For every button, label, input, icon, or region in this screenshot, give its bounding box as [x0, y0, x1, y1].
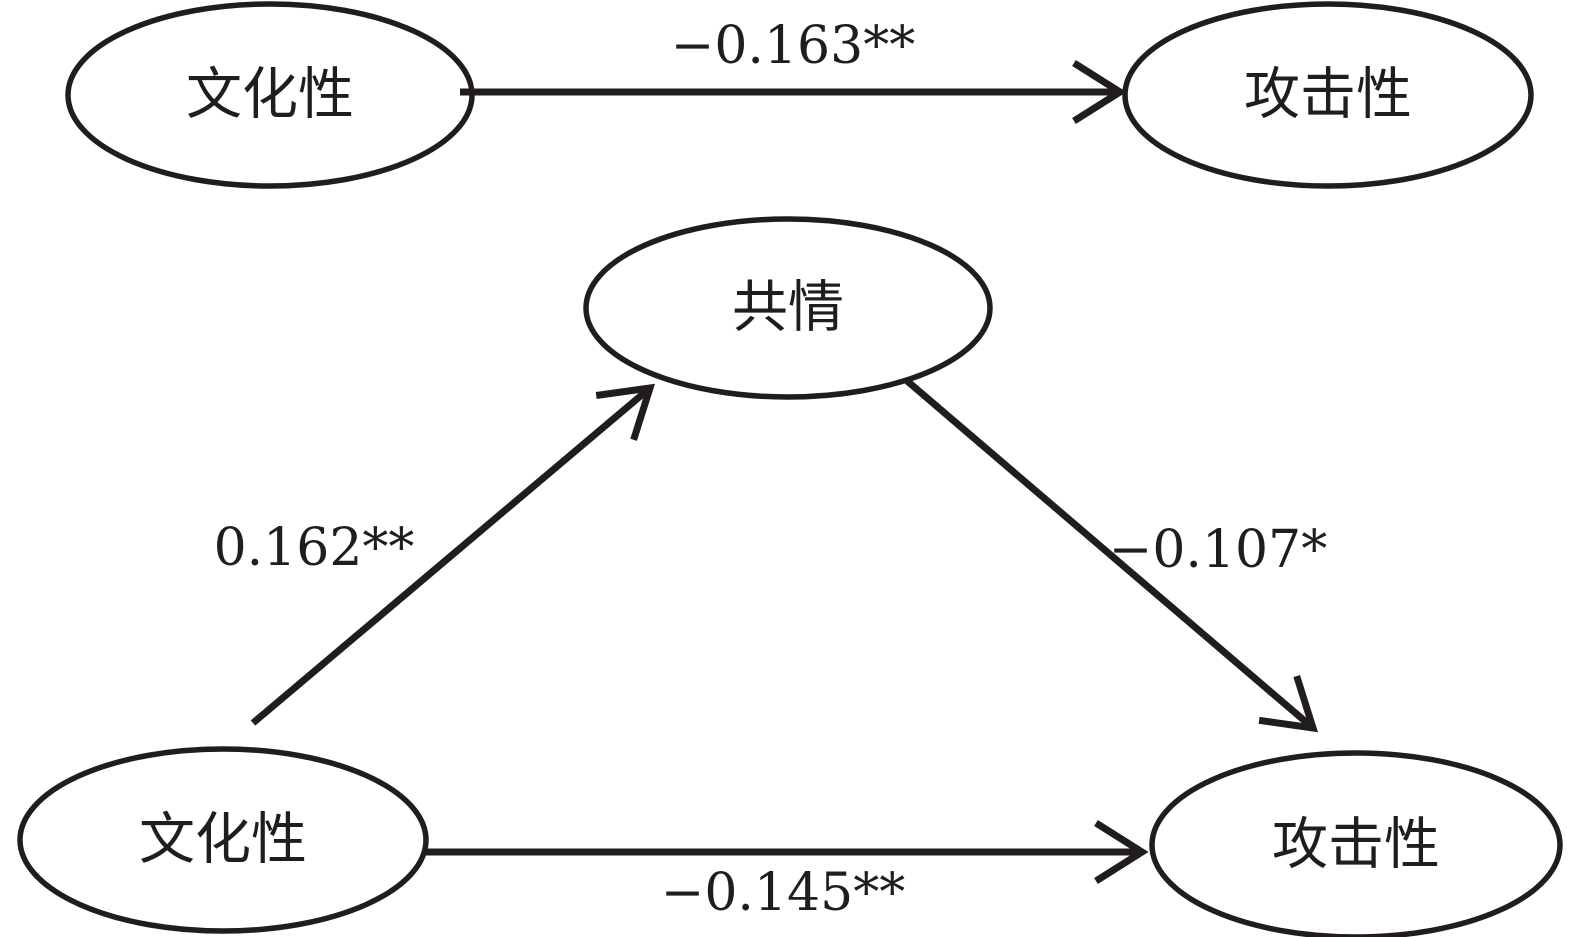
direct-path-coefficient: −0.145**	[661, 863, 905, 923]
node-outcome-bottom-label: 攻击性	[1272, 813, 1440, 878]
path-b-arrow-shaft	[903, 377, 1316, 731]
path-a-coefficient: 0.162**	[214, 518, 415, 578]
total-effect-coefficient: −0.163**	[671, 16, 915, 76]
direct-path-arrowhead-icon	[1094, 820, 1149, 884]
path-a-arrowhead-icon	[595, 383, 656, 441]
node-outcome-top	[1122, 1, 1534, 189]
node-mediator	[583, 216, 993, 400]
path-a-arrow-shaft	[250, 385, 653, 726]
node-predictor-bottom	[17, 746, 429, 934]
total-effect-arrowhead-icon	[1072, 60, 1127, 124]
node-predictor-top-label: 文化性	[186, 63, 354, 128]
node-predictor-bottom-label: 文化性	[139, 808, 307, 873]
node-outcome-bottom	[1149, 750, 1563, 937]
node-mediator-label: 共情	[732, 276, 844, 341]
path-b-arrowhead-icon	[1258, 675, 1319, 733]
path-b-coefficient: −0.107*	[1109, 520, 1327, 580]
node-outcome-top-label: 攻击性	[1244, 63, 1412, 128]
